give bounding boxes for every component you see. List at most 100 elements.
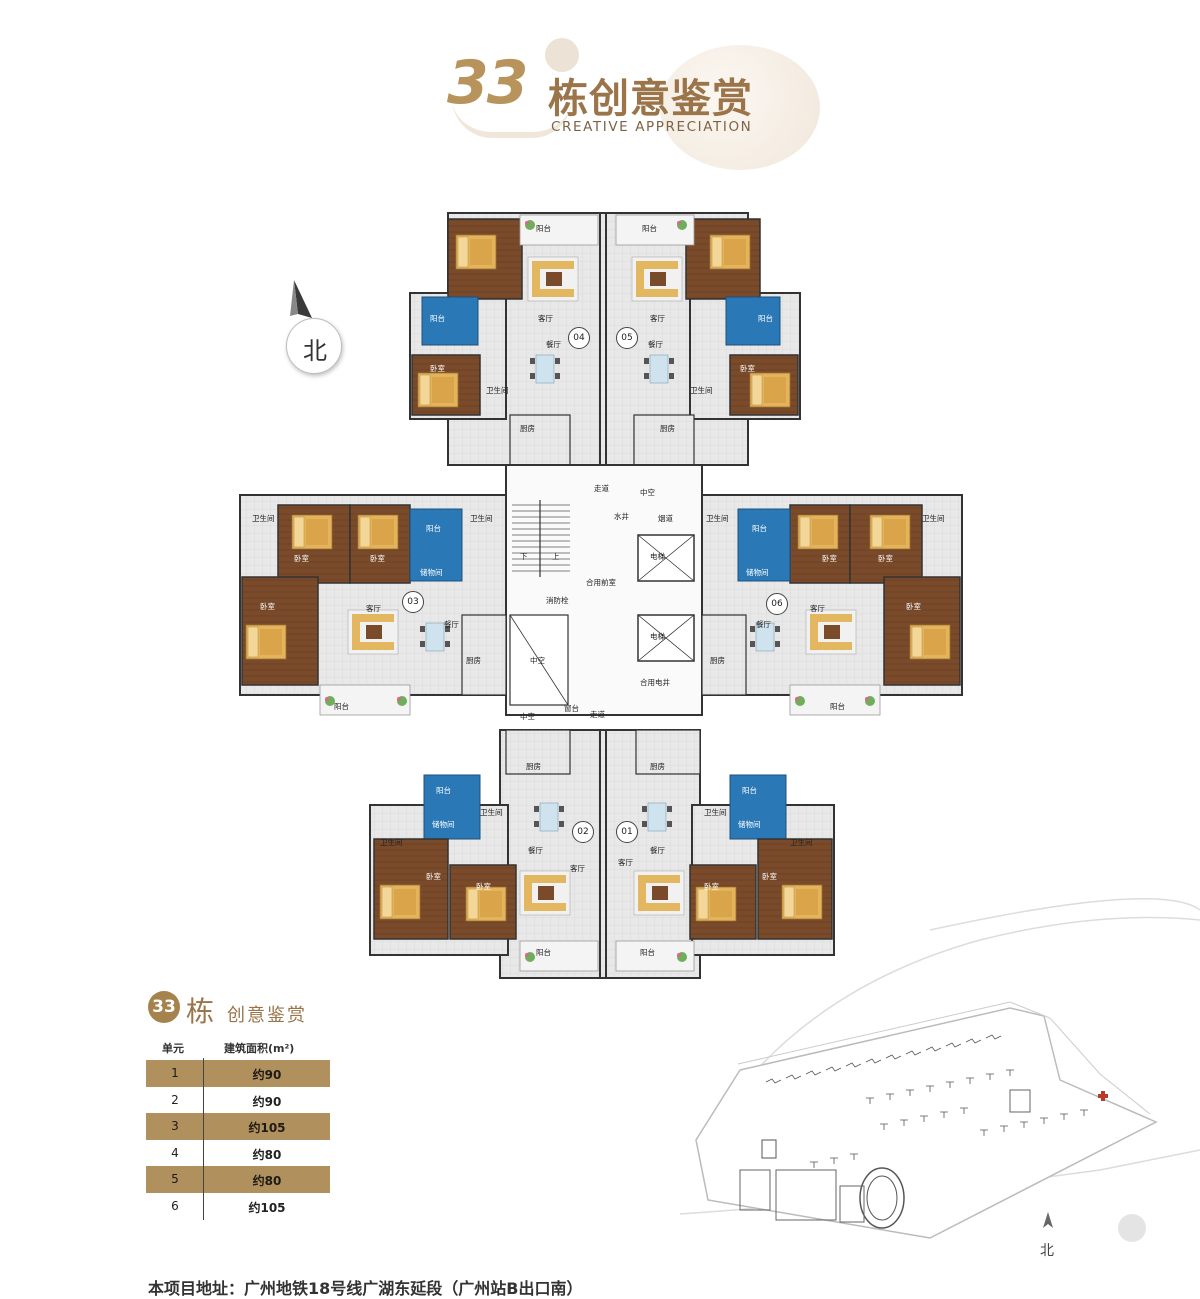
cell-unit: 2 — [171, 1092, 179, 1107]
label-bedroom-01b: 卧室 — [704, 882, 719, 891]
label-bathroom-03b: 卫生间 — [470, 514, 493, 523]
label-balcony-04-side: 阳台 — [430, 314, 445, 323]
north-arrow-icon — [290, 280, 312, 318]
unit-02-marker: 02 — [572, 821, 594, 843]
cell-area: 约105 — [248, 1121, 286, 1136]
label-void-mid: 中空 — [530, 656, 545, 665]
header-decor-arc — [452, 98, 572, 138]
table-title-text: 创意鉴赏 — [227, 1005, 307, 1026]
label-bathroom-01: 卫生间 — [704, 808, 727, 817]
label-corridor-bottom: 走道 — [590, 710, 605, 719]
area-table: 单元 建筑面积(m²) 1 约90 2 约90 3 约105 4 约80 5 约… — [146, 1034, 330, 1220]
cell-unit: 5 — [171, 1172, 179, 1187]
cell-unit: 1 — [171, 1066, 179, 1080]
label-smoke-vent: 烟道 — [658, 514, 673, 523]
table-row: 5 约80 — [146, 1166, 330, 1193]
label-bedroom-02a: 卧室 — [426, 872, 441, 881]
label-void-top: 中空 — [640, 488, 655, 497]
label-balcony-01-bottom: 阳台 — [640, 948, 655, 957]
label-living-02: 客厅 — [570, 864, 585, 873]
label-bedroom-01a: 卧室 — [762, 872, 777, 881]
label-bathroom-04: 卫生间 — [486, 386, 509, 395]
label-dining-06: 餐厅 — [756, 620, 771, 629]
label-living-01: 客厅 — [618, 858, 633, 867]
label-balcony-03: 阳台 — [426, 524, 441, 533]
label-bathroom-03: 卫生间 — [252, 514, 275, 523]
label-dining-04: 餐厅 — [546, 340, 561, 349]
label-bathroom-06: 卫生间 — [922, 514, 945, 523]
site-plan-drawing — [679, 898, 1200, 1242]
label-bathroom-02b: 卫生间 — [380, 838, 403, 847]
label-water-well: 水井 — [614, 512, 629, 521]
label-balcony-02-bottom: 阳台 — [536, 948, 551, 957]
label-living-03: 客厅 — [366, 604, 381, 613]
floor-plan-drawing — [239, 212, 963, 979]
header-decor-dot — [545, 38, 579, 72]
cell-unit: 6 — [171, 1198, 179, 1213]
north-label: 北 — [303, 337, 327, 365]
label-bedroom-06a: 卧室 — [822, 554, 837, 563]
label-bathroom-01b: 卫生间 — [790, 838, 813, 847]
site-plan-north-label: 北 — [1040, 1243, 1054, 1259]
label-kitchen-05: 厨房 — [660, 424, 675, 433]
title-number: 33 — [447, 48, 528, 118]
label-elevator-1: 电梯 — [650, 552, 665, 561]
label-kitchen-06: 厨房 — [710, 656, 725, 665]
label-balcony-06-bottom: 阳台 — [830, 702, 845, 711]
page-title: 栋创意鉴赏 — [548, 76, 753, 122]
label-bedroom-03a: 卧室 — [294, 554, 309, 563]
label-storage-03: 储物间 — [420, 568, 443, 577]
area-table-header: 单元 建筑面积(m²) — [146, 1034, 330, 1060]
unit-03-marker: 03 — [402, 591, 424, 613]
label-void-bottom: 中空 — [520, 712, 535, 721]
label-bedroom-04: 卧室 — [430, 364, 445, 373]
label-shared-front-room: 合用前室 — [586, 578, 616, 587]
label-elevator-2: 电梯 — [650, 632, 665, 641]
footer-address: 本项目地址：广州地铁18号线广湖东延段（广州站B出口南） — [148, 1279, 583, 1298]
label-bedroom-06c: 卧室 — [906, 602, 921, 611]
table-column-divider — [203, 1058, 204, 1220]
label-storage-06: 储物间 — [746, 568, 769, 577]
table-title-number: 33 — [148, 991, 180, 1023]
label-shared-electric-well: 合用电井 — [640, 678, 670, 687]
unit-04-marker: 04 — [568, 327, 590, 349]
table-row: 3 约105 — [146, 1113, 330, 1140]
header-unit: 单元 — [162, 1042, 184, 1055]
label-bedroom-03b: 卧室 — [370, 554, 385, 563]
cell-area: 约80 — [252, 1147, 282, 1162]
label-bedroom-02b: 卧室 — [476, 882, 491, 891]
page-subtitle: CREATIVE APPRECIATION — [551, 119, 753, 135]
label-bathroom-06b: 卫生间 — [706, 514, 729, 523]
header-decor-circle — [660, 45, 820, 170]
unit-01-marker: 01 — [616, 821, 638, 843]
cell-area: 约90 — [252, 1094, 282, 1109]
label-balcony-06: 阳台 — [752, 524, 767, 533]
label-bathroom-05: 卫生间 — [690, 386, 713, 395]
label-dining-05: 餐厅 — [648, 340, 663, 349]
label-kitchen-02: 厨房 — [526, 762, 541, 771]
label-bedroom-03c: 卧室 — [260, 602, 275, 611]
label-storage-01: 储物间 — [738, 820, 761, 829]
unit-06-marker: 06 — [766, 593, 788, 615]
label-bathroom-02: 卫生间 — [480, 808, 503, 817]
cell-area: 约105 — [248, 1200, 286, 1215]
label-corridor-top: 走道 — [594, 484, 609, 493]
label-balcony-03-bottom: 阳台 — [334, 702, 349, 711]
table-row: 1 约90 — [146, 1060, 330, 1087]
label-balcony-01: 阳台 — [742, 786, 757, 795]
table-row: 6 约105 — [146, 1193, 330, 1220]
label-living-06: 客厅 — [810, 604, 825, 613]
floor-plan: 阳台 阳台 阳台 阳台 客厅 客厅 餐厅 餐厅 卫生间 卫生间 厨房 厨房 卧室… — [230, 205, 970, 985]
label-balcony-05: 阳台 — [642, 224, 657, 233]
cell-area: 约90 — [252, 1068, 282, 1082]
label-balcony-05-side: 阳台 — [758, 314, 773, 323]
table-row: 4 约80 — [146, 1140, 330, 1167]
label-dining-03: 餐厅 — [444, 620, 459, 629]
label-dining-01: 餐厅 — [650, 846, 665, 855]
label-living-04: 客厅 — [538, 314, 553, 323]
label-stair-down: 下 — [520, 552, 528, 561]
label-bedroom-05: 卧室 — [740, 364, 755, 373]
label-dining-02: 餐厅 — [528, 846, 543, 855]
table-row: 2 约90 — [146, 1087, 330, 1114]
label-balcony-04: 阳台 — [536, 224, 551, 233]
